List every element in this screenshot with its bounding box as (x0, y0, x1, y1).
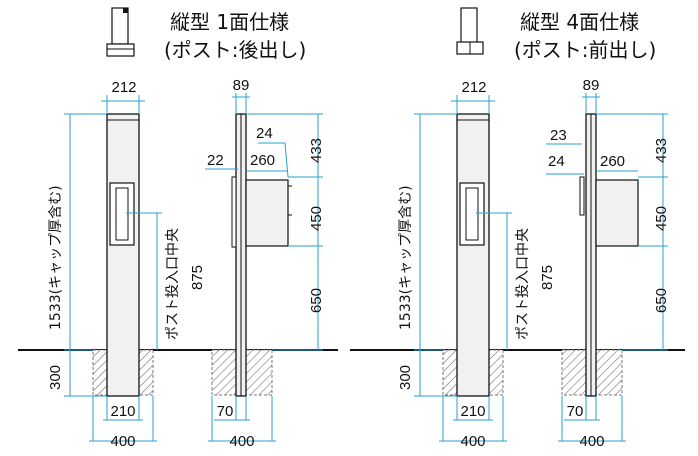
dim-depth: 300 (47, 365, 64, 390)
dim-total-height-r: 1533(キャップ厚含む) (398, 185, 414, 330)
dim-base-outer-r: 400 (460, 433, 485, 450)
mailbox-left-side (245, 179, 289, 247)
post-slot-label: ポスト投入口中央 (165, 228, 181, 340)
post-body-right-front (456, 113, 490, 397)
post-thumbnail-icon-right (456, 7, 484, 55)
dim-side-24: 24 (256, 125, 273, 142)
dim-side-top-width-r: 89 (583, 77, 600, 94)
dim-side-22: 22 (207, 152, 224, 169)
dim-side-650-r: 650 (653, 288, 670, 313)
dim-base-outer: 400 (110, 433, 135, 450)
dim-side-base-outer-r: 400 (579, 433, 604, 450)
dim-side-433-r: 433 (653, 138, 670, 163)
dim-base-inner: 210 (110, 403, 135, 420)
dim-side-433: 433 (308, 138, 325, 163)
side-view-right: 89 23 24 260 433 450 650 70 400 (546, 77, 670, 450)
dim-side-24-r: 24 (548, 153, 565, 170)
dim-side-260: 260 (250, 152, 275, 169)
left-title-line2: (ポスト:後出し) (164, 38, 307, 62)
post-slot-label-r: ポスト投入口中央 (515, 228, 531, 340)
post-thumbnail-icon-left (106, 7, 135, 57)
dim-side-260-r: 260 (600, 153, 625, 170)
dim-total-height: 1533(キャップ厚含む) (48, 185, 64, 330)
front-view-right: 212 210 400 300 1533(キャップ厚含む) ポスト投入口中央 8… (397, 79, 556, 450)
dim-post-height: 875 (189, 265, 206, 290)
dim-side-650: 650 (308, 288, 325, 313)
dim-base-inner-r: 210 (460, 403, 485, 420)
dim-side-450-r: 450 (653, 206, 670, 231)
dim-top-width-r: 212 (461, 79, 486, 96)
right-title-line2: (ポスト:前出し) (514, 38, 657, 62)
left-title-line1: 縦型 1面仕様 (170, 10, 290, 34)
dim-side-base-inner: 70 (217, 403, 234, 420)
dim-side-top-width: 89 (233, 77, 250, 94)
post-body-left-front (106, 113, 140, 397)
dim-post-height-r: 875 (539, 265, 556, 290)
dim-side-base-inner-r: 70 (567, 403, 584, 420)
dim-side-23-r: 23 (550, 127, 567, 144)
mailbox-right-side (595, 179, 639, 247)
side-view-left: 89 24 22 260 433 450 650 70 400 (205, 77, 325, 450)
dim-side-base-outer: 400 (229, 433, 254, 450)
right-title-line1: 縦型 4面仕様 (520, 10, 640, 34)
dim-side-450: 450 (308, 206, 325, 231)
dim-top-width: 212 (111, 79, 136, 96)
front-view-left: 212 210 400 300 1533(キャップ厚含む) ポスト投入口中央 8… (47, 79, 206, 450)
dim-depth-r: 300 (397, 365, 414, 390)
